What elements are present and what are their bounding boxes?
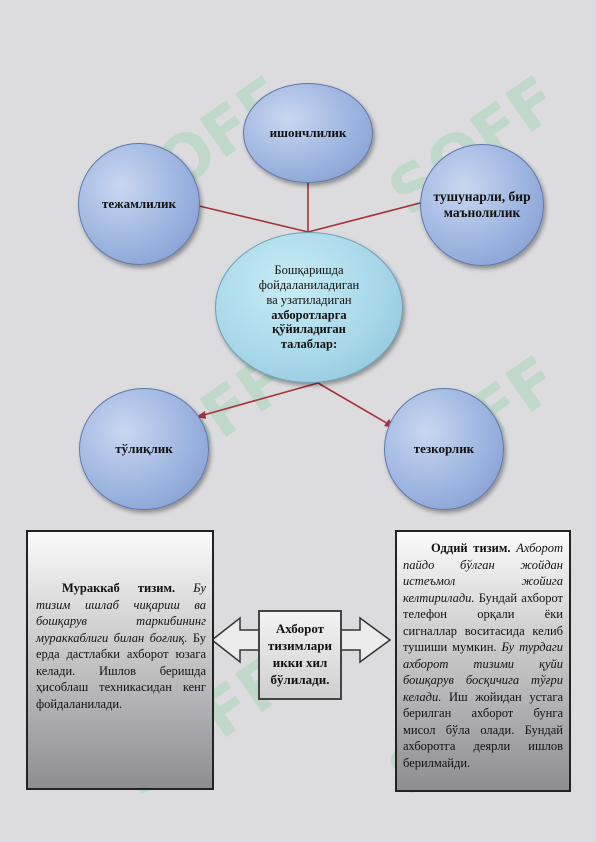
complex-system-heading: Мураккаб тизим. (62, 581, 176, 595)
center-line-4: ахборотларга (271, 307, 347, 322)
complex-system-italic: Бу тизим ишлаб чиқариш ва бошқарув тарки… (36, 581, 206, 645)
connector-right (307, 201, 425, 233)
node-bottom-right-label: тезкорлик (413, 440, 475, 456)
center-node: Бошқаришда фойдаланиладиган ва узатилади… (215, 232, 403, 383)
node-bottom-left: тўлиқлик (79, 388, 209, 510)
connector-left (194, 204, 309, 233)
node-right: тушунарли, бир маънолилик (420, 144, 544, 266)
systems-label-box: Ахборот тизимлари икки хил бўлилади. (258, 610, 342, 700)
simple-system-heading: Оддий тизим. (431, 541, 511, 555)
simple-system-text-2: Иш жойидан устага берилган ахборот бунга… (403, 689, 563, 770)
center-line-3: ва узатиладиган (266, 292, 352, 307)
node-top-label: ишончлилик (269, 124, 347, 140)
simple-system-italic-2: Бу турдаги ахборот тизими қуйи бошқарув … (403, 640, 563, 704)
node-top: ишончлилик (243, 83, 373, 183)
simple-system-italic-1: Ахборот пайдо бўлган жойдан истеъмол жой… (403, 541, 563, 605)
complex-system-box: Мураккаб тизим. Бу тизим ишлаб чиқариш в… (26, 530, 214, 790)
center-line-2: фойдаланиладиган (258, 278, 360, 292)
node-left: тежамлилик (78, 143, 200, 265)
complex-system-text: Бу ерда дастлабки ахборот юзага келади. … (36, 630, 207, 711)
systems-label: Ахборот тизимлари икки хил бўлилади. (268, 621, 332, 687)
node-right-label: тушунарли, бир маънолилик (433, 189, 531, 220)
simple-system-text-1: Бундай ахборот телефон орқали ёки сигнал… (403, 590, 564, 655)
node-bottom-left-label: тўлиқлик (115, 440, 173, 456)
center-line-1: Бошқаришда (274, 263, 344, 278)
connector-bottom-left (199, 382, 319, 417)
center-line-6: талаблар: (280, 337, 338, 351)
simple-system-box: Оддий тизим. Ахборот пайдо бўлган жойдан… (395, 530, 571, 792)
center-line-5: қўйиладиган (272, 322, 346, 337)
node-bottom-right: тезкорлик (384, 388, 504, 510)
connector-bottom-right (317, 382, 391, 426)
node-left-label: тежамлилик (102, 195, 176, 211)
